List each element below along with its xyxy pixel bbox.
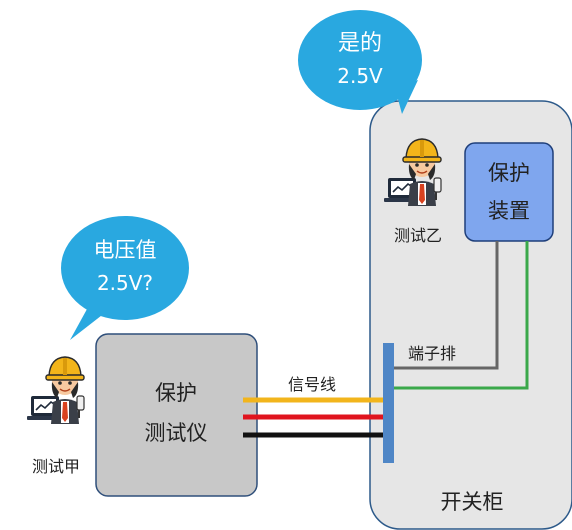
green-wire <box>392 241 529 390</box>
bubble-left-line1: 电压值 <box>94 238 157 262</box>
bubble-left-line2: 2.5V? <box>97 271 153 295</box>
tester-line2: 测试仪 <box>145 421 208 445</box>
speech-bubble-left <box>61 216 189 340</box>
protection-device <box>464 142 554 242</box>
worker-a-icon <box>26 356 85 425</box>
cabinet-label: 开关柜 <box>441 490 504 514</box>
terminal-block-label: 端子排 <box>408 344 456 363</box>
tester-line1: 保护 <box>155 381 197 405</box>
gray-wire <box>392 241 499 370</box>
bubble-top-line2: 2.5V <box>337 64 383 88</box>
worker-a-label: 测试甲 <box>32 457 80 476</box>
worker-b-label: 测试乙 <box>394 226 442 245</box>
protection-tester <box>95 333 258 497</box>
protection-device-line1: 保护 <box>488 161 530 185</box>
speech-bubble-top <box>298 10 422 114</box>
protection-device-line2: 装置 <box>488 199 530 223</box>
signal-line-label: 信号线 <box>288 375 336 394</box>
bubble-top-line1: 是的 <box>338 31 382 56</box>
terminal-block <box>383 343 394 463</box>
